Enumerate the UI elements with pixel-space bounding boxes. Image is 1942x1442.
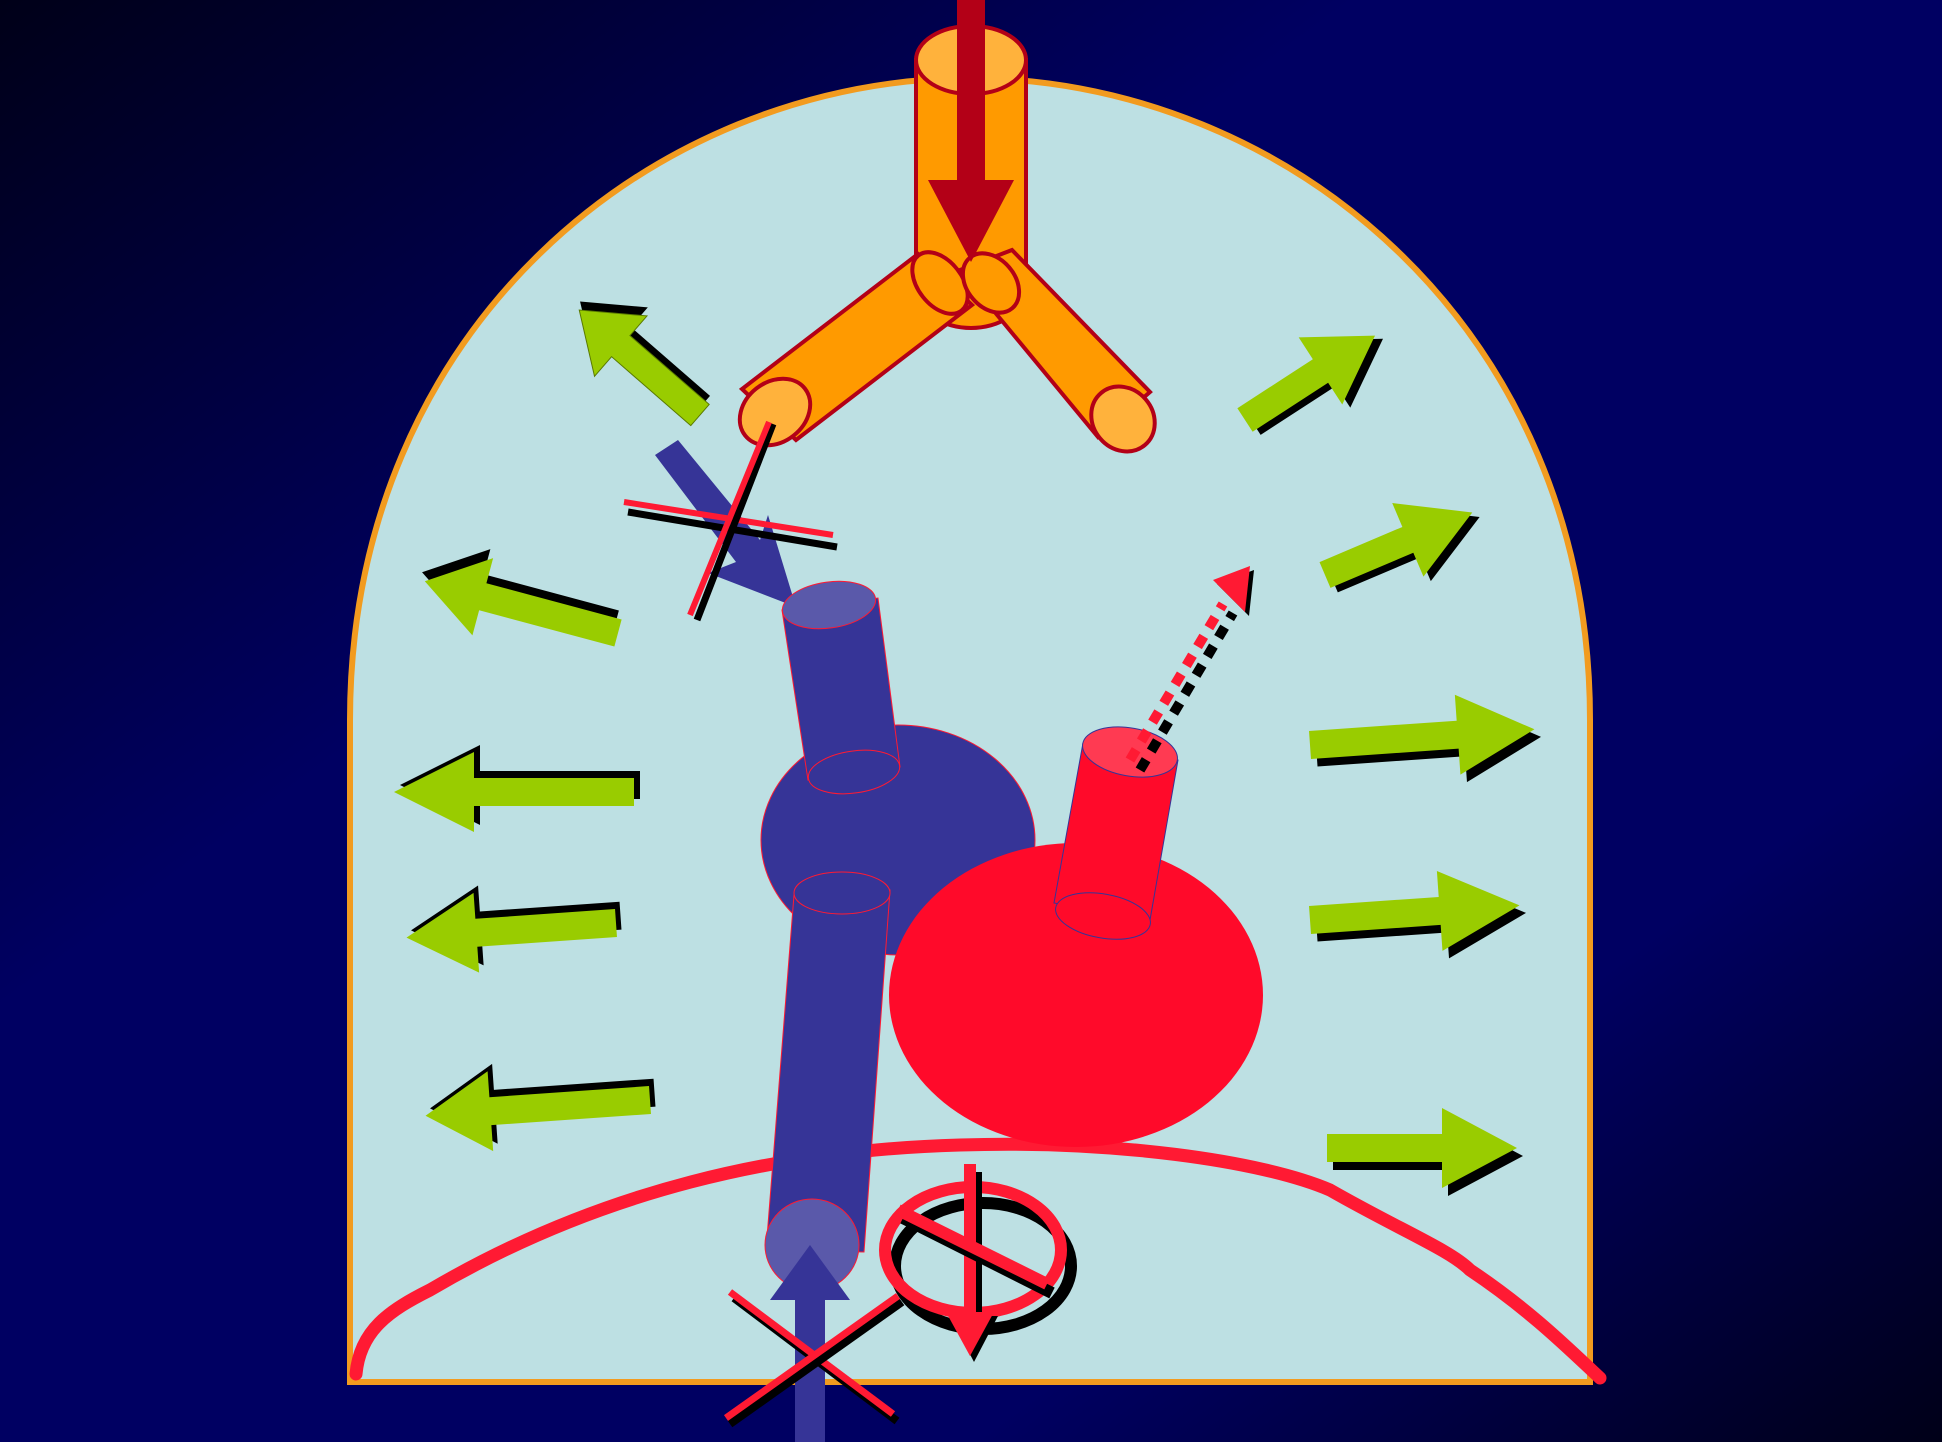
diagram-canvas xyxy=(0,0,1942,1442)
diagram-stage xyxy=(0,0,1942,1442)
